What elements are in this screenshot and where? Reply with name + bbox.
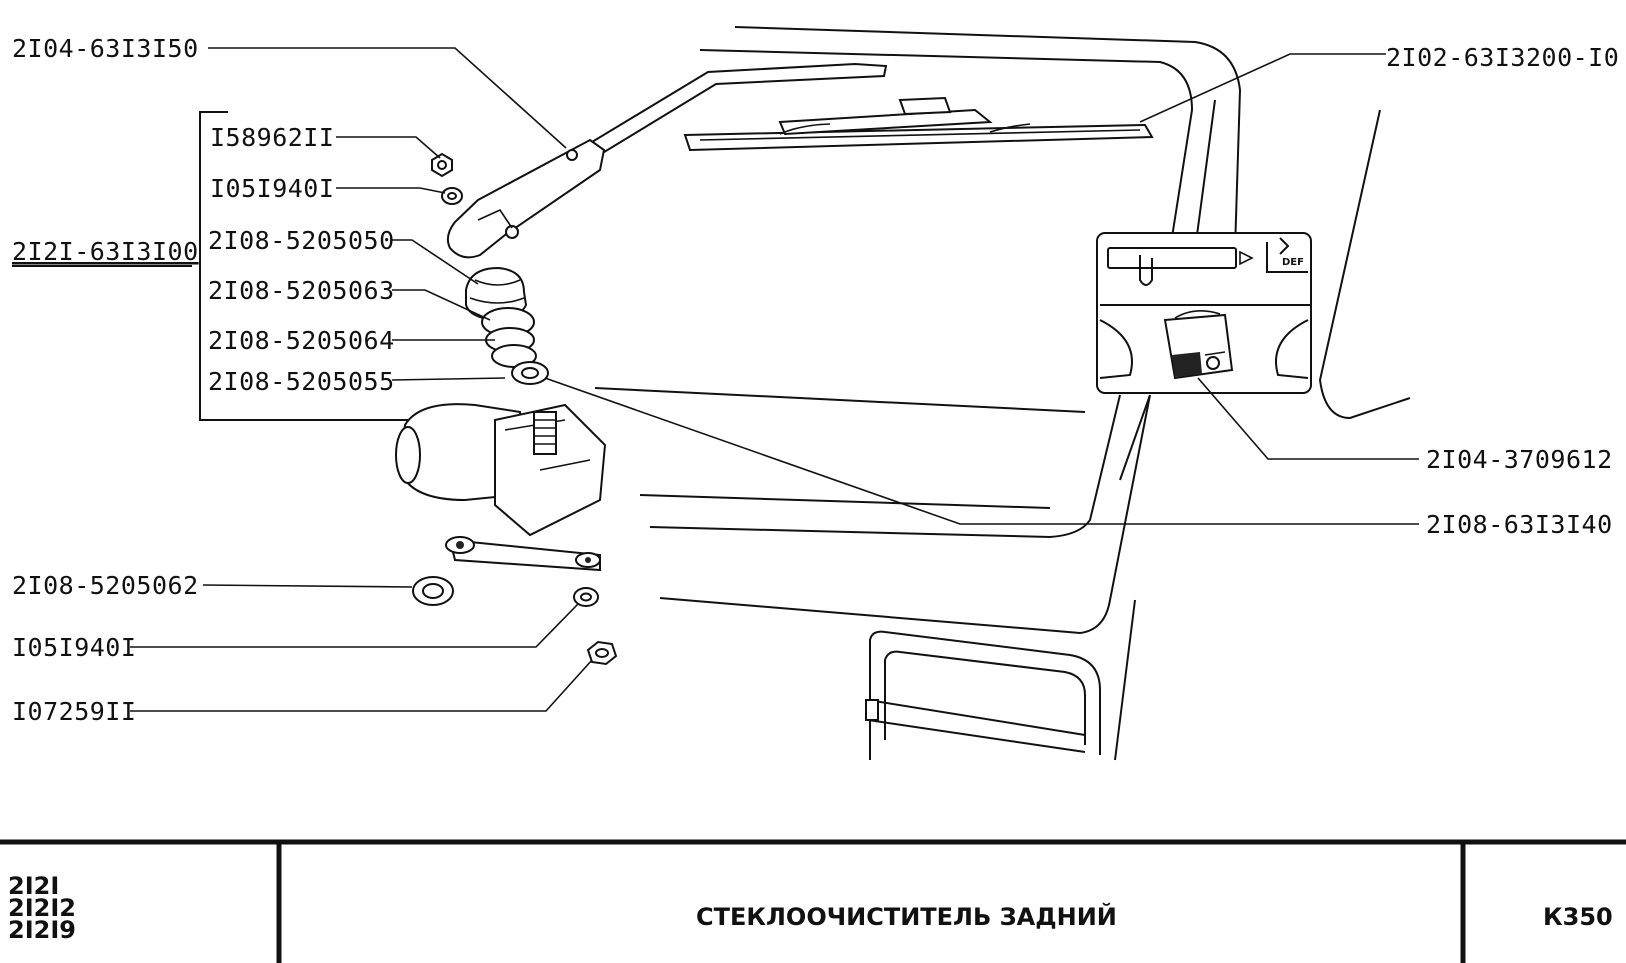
callout-seal-1: 2I08-5205063 — [208, 276, 395, 305]
nut-bottom — [586, 640, 618, 666]
callout-grommet: 2I08-5205062 — [12, 571, 199, 600]
callout-seal-3: 2I08-5205055 — [208, 367, 395, 396]
callout-washer-bottom: I05I940I — [12, 633, 136, 662]
washer-top — [441, 187, 463, 205]
callout-motor: 2I08-63I3I40 — [1426, 510, 1613, 539]
door-outline — [594, 26, 1411, 761]
title-block: 2I2I 2I2I2 2I2I9 СТЕКЛООЧИСТИТЕЛЬ ЗАДНИЙ… — [0, 839, 1626, 963]
spindle-cap — [465, 266, 528, 322]
wiper-arm — [446, 62, 888, 259]
model-1: 2I2I — [8, 872, 59, 900]
callout-cap: 2I08-5205050 — [208, 226, 395, 255]
callout-washer-top: I05I940I — [210, 174, 334, 203]
switch-inset: DEF — [1096, 232, 1312, 394]
assembly-bracket — [199, 111, 408, 421]
callout-assembly: 2I2I-63I3I00 — [12, 237, 199, 266]
callout-blade: 2I02-63I3200-I0 — [1386, 43, 1619, 72]
model-2: 2I2I2 — [8, 894, 76, 922]
callout-switch: 2I04-3709612 — [1426, 445, 1613, 474]
model-3: 2I2I9 — [8, 916, 76, 944]
grommet — [412, 576, 454, 606]
washer-bottom — [573, 587, 599, 607]
callout-seal-2: 2I08-5205064 — [208, 326, 395, 355]
leader-lines — [130, 47, 1419, 712]
callout-nut-top: I58962II — [210, 123, 334, 152]
sheet-code: К350 — [1543, 903, 1613, 931]
callout-arm: 2I04-63I3I50 — [12, 34, 199, 63]
wiper-motor — [395, 403, 607, 572]
callout-nut-bottom: I07259II — [12, 697, 136, 726]
seal-stack — [481, 307, 549, 385]
wiper-blade — [683, 96, 1154, 152]
plate-housing — [865, 630, 1101, 760]
page-title: СТЕКЛООЧИСТИТЕЛЬ ЗАДНИЙ — [696, 902, 1117, 931]
nut-top — [431, 152, 453, 178]
def-label: DEF — [1282, 257, 1304, 268]
